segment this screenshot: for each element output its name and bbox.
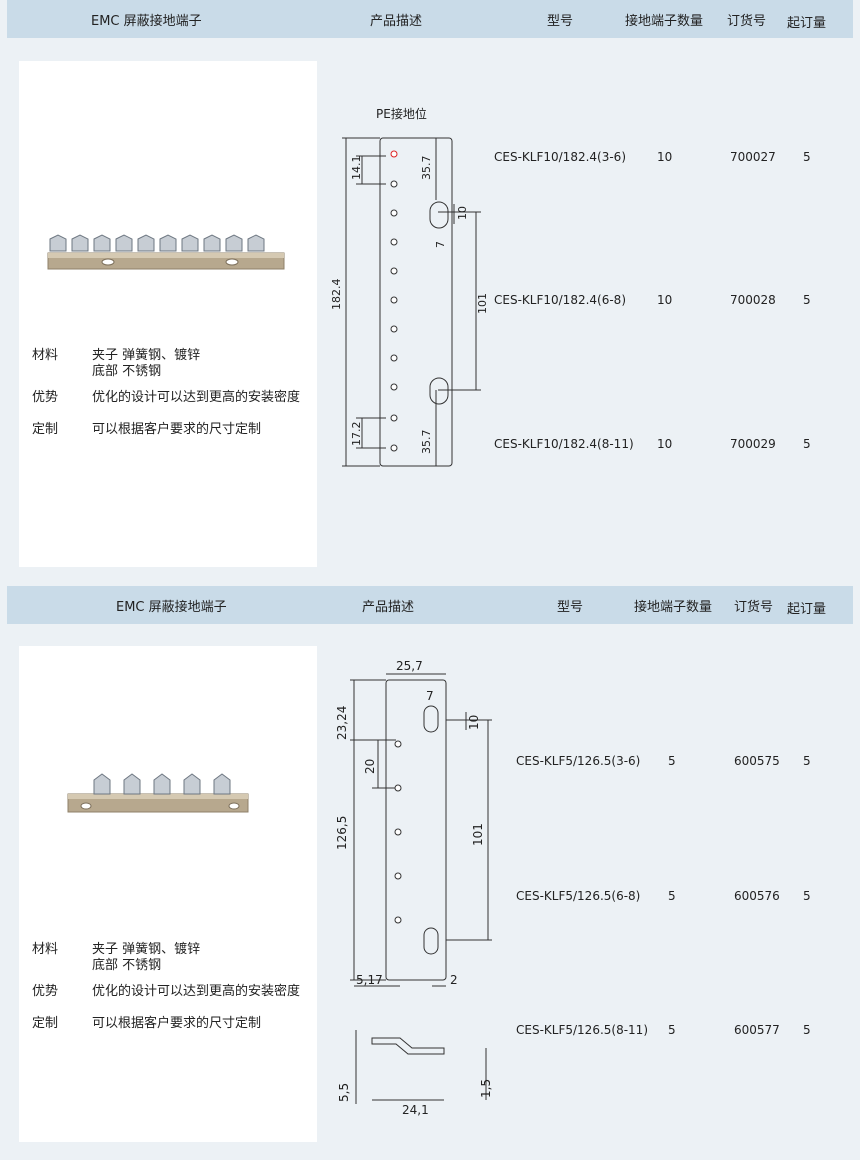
order-cell: 600577 [734,1023,780,1037]
moq-cell: 5 [803,150,811,164]
count-cell: 10 [657,150,673,164]
spec-label-advantage: 优势 [32,390,59,405]
header-model: 型号 [557,600,584,615]
spec-value-material: 夹子 弹簧钢、镀锌 [92,348,201,363]
model-cell: CES-KLF10/182.4(3-6) [494,150,626,164]
dim-slot-height: 10 [456,206,469,220]
order-cell: 600575 [734,754,780,768]
dim-thickness: 1,5 [479,1079,493,1098]
dim-width: 25,7 [396,659,423,673]
header-description: 产品描述 [362,600,415,615]
dim-overall-height: 126,5 [335,816,349,850]
header-order: 订货号 [734,600,774,615]
table-header: EMC 屏蔽接地端子 产品描述 型号 接地端子数量 订货号 起订量 [7,0,853,38]
dim-bottom-left: 5,17 [356,973,383,987]
dim-slot-pitch: 101 [476,293,486,314]
dim-bottom-offset: 35.7 [420,430,433,455]
header-order: 订货号 [727,14,767,29]
order-cell: 700027 [730,150,776,164]
dim-top-offset: 23,24 [335,706,349,740]
model-cell: CES-KLF5/126.5(6-8) [516,889,641,903]
header-model: 型号 [547,14,574,29]
product-photo [67,773,249,813]
header-product: EMC 屏蔽接地端子 [116,600,227,615]
dim-slot-pitch: 101 [471,823,485,846]
header-count: 接地端子数量 [625,14,704,29]
dim-pitch: 20 [363,759,377,774]
header-moq: 起订量 [787,16,827,31]
count-cell: 10 [657,437,673,451]
spec-label-advantage: 优势 [32,984,59,999]
spec-value-material-base: 底部 不锈钢 [92,364,162,379]
count-cell: 5 [668,1023,676,1037]
dim-slot-width: 7 [426,689,434,703]
order-cell: 700029 [730,437,776,451]
spec-value-custom: 可以根据客户要求的尺寸定制 [92,1016,262,1031]
moq-cell: 5 [803,437,811,451]
dim-slot-width: 7 [434,241,447,248]
model-cell: CES-KLF5/126.5(8-11) [516,1023,648,1037]
technical-drawing: 25,7 7 23,24 10 20 126,5 101 5,17 2 5,5 … [335,659,493,1117]
count-cell: 5 [668,754,676,768]
model-cell: CES-KLF5/126.5(3-6) [516,754,641,768]
dim-profile-height: 5,5 [337,1083,351,1102]
dim-slot-height: 10 [467,715,481,730]
order-cell: 600576 [734,889,780,903]
model-cell: CES-KLF10/182.4(8-11) [494,437,634,451]
spec-label-custom: 定制 [32,422,59,437]
count-cell: 5 [668,889,676,903]
model-cell: CES-KLF10/182.4(6-8) [494,293,626,307]
dim-profile-length: 24,1 [402,1103,429,1117]
moq-cell: 5 [803,293,811,307]
header-count: 接地端子数量 [634,600,713,615]
moq-cell: 5 [803,889,811,903]
order-cell: 700028 [730,293,776,307]
spec-label-material: 材料 [32,942,59,957]
moq-cell: 5 [803,754,811,768]
product-photo [47,234,285,270]
spec-value-material: 夹子 弹簧钢、镀锌 [92,942,201,957]
dim-bottom-right: 2 [450,973,458,987]
moq-cell: 5 [803,1023,811,1037]
product-panel [19,61,317,567]
spec-label-custom: 定制 [32,1016,59,1031]
table-header: EMC 屏蔽接地端子 产品描述 型号 接地端子数量 订货号 起订量 [7,586,853,624]
dim-top-offset: 35.7 [420,156,433,181]
count-cell: 10 [657,293,673,307]
spec-value-custom: 可以根据客户要求的尺寸定制 [92,422,262,437]
product-panel [19,646,317,1142]
spec-value-advantage: 优化的设计可以达到更高的安装密度 [92,390,301,405]
header-product: EMC 屏蔽接地端子 [91,14,202,29]
dim-top-pitch: 14.1 [350,156,363,181]
spec-value-material-base: 底部 不锈钢 [92,958,162,973]
spec-value-advantage: 优化的设计可以达到更高的安装密度 [92,984,301,999]
dim-overall-height: 182.4 [330,279,343,311]
pe-label: PE接地位 [376,106,427,121]
technical-drawing: PE接地位 182.4 14.1 35.7 10 7 101 17.2 35.7 [330,106,486,467]
header-description: 产品描述 [370,14,423,29]
spec-label-material: 材料 [32,348,59,363]
dim-bottom-pitch: 17.2 [350,422,363,447]
header-moq: 起订量 [787,602,827,617]
